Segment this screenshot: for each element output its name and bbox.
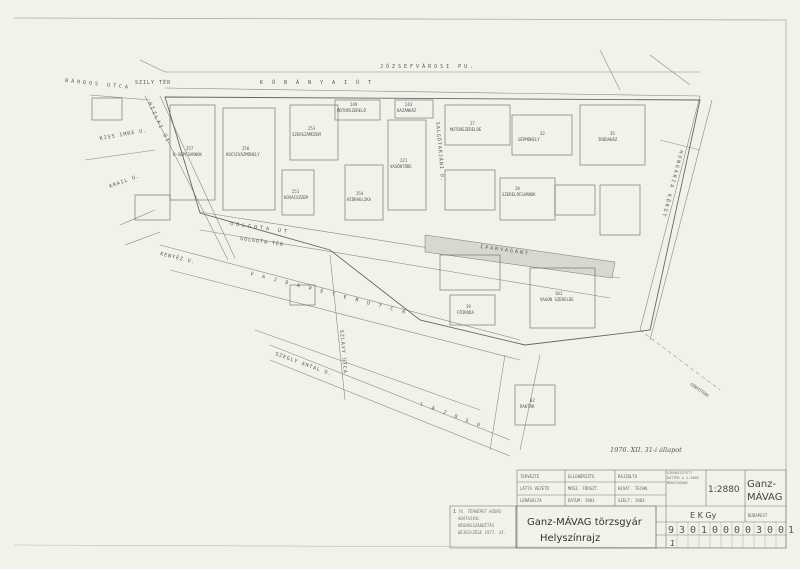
- map-label: 221: [400, 158, 408, 163]
- drawing-number: 9 3 0 1 0 0 0 0 3 0 0 1: [668, 525, 794, 536]
- map-label: 3: [756, 525, 762, 536]
- map-label: LÁTTA VEZETŐ: [520, 486, 549, 491]
- building-blocks: [91, 97, 646, 426]
- drawing-number-cells: [676, 522, 777, 548]
- map-label: 101: [555, 291, 563, 296]
- company-city: BUDAPEST: [748, 513, 768, 518]
- scale-note: SZERKESZTETT HÁTTÉR A 1:2880 MÉRETARÁNY: [667, 471, 699, 485]
- map-label: 3: [679, 525, 685, 536]
- street-lines: [84, 49, 713, 457]
- map-label: 254: [356, 191, 364, 196]
- title-block: [449, 469, 787, 549]
- map-label: 28: [515, 186, 520, 191]
- sheet-border: [13, 17, 787, 548]
- title-block-fields: TERVEZTE ELLENŐRIZTE RAJZOLTA LÁTTA VEZE…: [453, 471, 794, 548]
- map-label: 0: [712, 525, 718, 536]
- street-szily: SZILY TÉR: [135, 78, 171, 86]
- railway-line: [639, 329, 721, 391]
- map-label: HIVAT. TECHN.: [618, 486, 649, 491]
- map-label: 256: [242, 146, 250, 151]
- map-label: MOTORSZERELŐ: [337, 108, 366, 113]
- map-label: RAJZOLTA: [618, 474, 638, 479]
- drawing-title: Ganz-MÁVAG törzsgyár: [527, 515, 643, 528]
- map-label: LEMÁSOLTA: [520, 498, 542, 503]
- drawing-subtitle: Helyszínrajz: [540, 532, 600, 544]
- map-label: 253: [308, 126, 316, 131]
- map-label: IRODAHÁZ: [598, 137, 618, 142]
- map-label: MŰSZ. FŐOSZT.: [568, 486, 599, 491]
- sheet-number: 1: [670, 539, 675, 548]
- factory-perimeter: [164, 96, 701, 346]
- map-label: 9: [668, 525, 674, 536]
- map-label: SZELT: 1983: [618, 498, 645, 503]
- map-label: 243: [405, 102, 413, 107]
- map-label: 1: [788, 525, 794, 536]
- map-label: VASÖNTÖDE: [390, 164, 412, 169]
- map-label: GÉPMŰHELY: [518, 137, 540, 142]
- street-jozsefvarosi: JÓZSEFVÁROSI PU.: [380, 63, 476, 70]
- initials: E K Gy: [690, 511, 717, 520]
- map-label: 257: [186, 146, 194, 151]
- map-label: 0: [734, 525, 740, 536]
- map-label: 27: [470, 121, 475, 126]
- map-label: KOVÁCSÜZEM: [284, 195, 309, 200]
- map-label: 35: [610, 131, 615, 136]
- street-kobanyai: K Ő B Á N Y A I Ú T: [260, 79, 374, 86]
- map-label: H-GÉPCSARNOK: [173, 152, 202, 157]
- map-label: RAKTÁR: [520, 404, 535, 409]
- map-label: ELLENŐRIZTE: [568, 474, 595, 479]
- map-label: 0: [778, 525, 784, 536]
- map-label: 0: [690, 525, 696, 536]
- sheet-border-bottom: [13, 544, 787, 549]
- map-label: 0: [723, 525, 729, 536]
- map-label: VAGON SZERELDE: [540, 297, 574, 302]
- map-label: 1: [701, 525, 707, 536]
- rail-track-hatched: [424, 234, 616, 279]
- street-szlavy: SZLÁVY UTCA: [338, 330, 349, 375]
- company-logo-2: MÁVAG: [747, 490, 782, 503]
- map-label: SZERELŐCSARNOK: [502, 192, 536, 197]
- status-note: 1976. XII. 31-i állapot: [610, 446, 682, 454]
- map-label: 249: [350, 102, 358, 107]
- map-label: 0: [767, 525, 773, 536]
- map-label: DÁTUM: 1983: [568, 498, 595, 503]
- map-label: SZERSZÁMÜZEM: [292, 132, 321, 137]
- scale: 1:2880: [708, 485, 740, 495]
- map-label: 0: [745, 525, 751, 536]
- map-label: FŐIRODA: [457, 310, 474, 315]
- map-label: 32: [540, 131, 545, 136]
- company-logo: Ganz-: [747, 479, 776, 490]
- map-label: HIDRAULIKA: [347, 197, 372, 202]
- map-label: MOTORSZERELDE: [450, 127, 482, 132]
- map-label: KAZÁNHÁZ: [397, 108, 417, 113]
- map-label: 251: [292, 189, 300, 194]
- map-label: 82: [530, 398, 535, 403]
- map-label: 19: [466, 304, 471, 309]
- revision-note: 74. TÉRKÉPET HIBÁS ADATAIVAL MEGHOSSZABB…: [458, 509, 507, 535]
- map-label: KOCSIVÁZMŰHELY: [226, 152, 260, 157]
- map-label: TERVEZTE: [520, 474, 540, 479]
- revision-index: 1: [453, 509, 456, 515]
